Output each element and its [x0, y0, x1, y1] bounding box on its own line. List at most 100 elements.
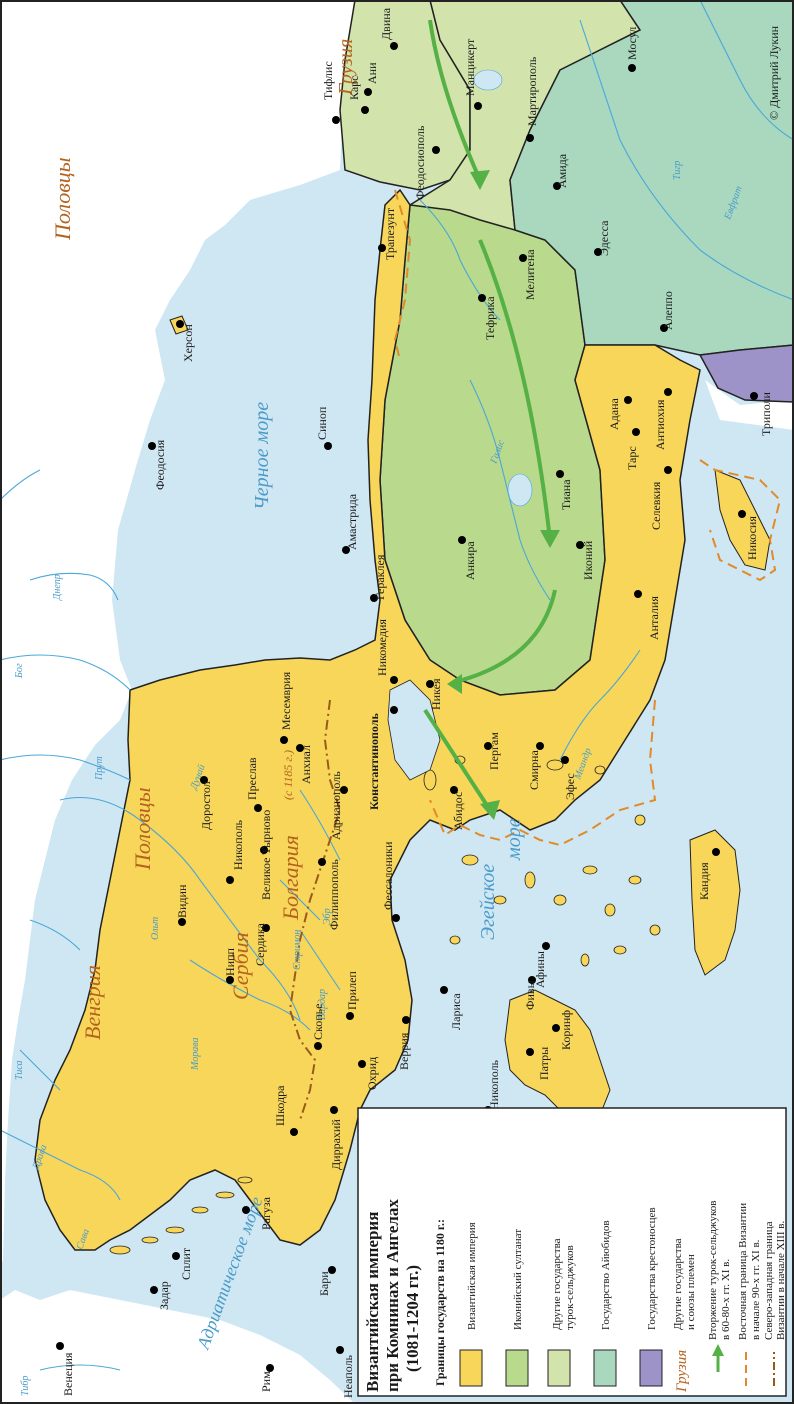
city-nicosia: Никосия: [738, 510, 759, 560]
svg-text:Пергам: Пергам: [487, 732, 501, 770]
land-north: [0, 0, 355, 1270]
city-trebizond: Трапезунт: [378, 207, 397, 260]
svg-text:Ани: Ани: [365, 62, 379, 84]
sea-black: Черное море: [251, 402, 273, 510]
svg-text:Селевкия: Селевкия: [649, 481, 663, 530]
sea-aegean-1: Эгейское: [477, 864, 499, 940]
city-heraclea: Гераклея: [370, 554, 387, 602]
river-tiber: Тибр: [20, 1376, 31, 1396]
svg-text:Антиохия: Антиохия: [653, 399, 667, 450]
svg-text:Анталия: Анталия: [647, 596, 661, 640]
svg-text:Месемврия: Месемврия: [279, 671, 293, 730]
city-ephesus: Эфес: [561, 756, 577, 800]
region-bulgaria: Болгария: [278, 835, 303, 921]
city-preslav: Преслав: [245, 757, 262, 812]
svg-text:Никополь: Никополь: [487, 1059, 501, 1110]
city-naples: Неаполь: [336, 1346, 355, 1398]
city-seleucia: Селевкия: [649, 466, 672, 530]
lake-tuz: [507, 473, 533, 507]
svg-text:Фессалоники: Фессалоники: [381, 841, 395, 910]
city-dorostolon: Доростол: [199, 776, 213, 830]
city-anchialos: Анхиал: [296, 744, 313, 784]
svg-text:Филиппополь: Филиппополь: [327, 859, 341, 930]
svg-text:Константинополь: Константинополь: [367, 712, 381, 810]
svg-text:Амида: Амида: [555, 153, 569, 188]
svg-text:Лариса: Лариса: [449, 993, 463, 1030]
svg-text:Нипп: Нипп: [223, 947, 237, 976]
svg-text:Неаполь: Неаполь: [341, 1354, 355, 1398]
legend-subtitle: Границы государств на 1180 г.:: [433, 1219, 447, 1386]
city-thebes: Фивы: [523, 976, 537, 1010]
svg-text:Великое Тырново: Великое Тырново: [259, 810, 273, 900]
legend-label-byzantine: Византийская империя: [466, 1222, 478, 1330]
city-tiflis: Тифлис: [321, 61, 340, 124]
svg-text:Кандия: Кандия: [697, 862, 711, 900]
city-edessa: Эдесса: [594, 220, 611, 256]
svg-text:Тиана: Тиана: [559, 479, 573, 510]
city-zadar: Задар: [150, 1281, 171, 1310]
city-tarsus: Тарс: [625, 428, 640, 470]
svg-text:Сплит: Сплит: [179, 1247, 193, 1280]
city-nikopol-greece: Никополь: [484, 1059, 501, 1114]
svg-text:Доростол: Доростол: [199, 781, 213, 830]
city-feodosiopol: Феодосиополь: [413, 125, 440, 200]
legend-swatch-iconium: [505, 1349, 529, 1387]
svg-text:Фивы: Фивы: [523, 980, 537, 1010]
svg-text:Мартирополь: Мартирополь: [525, 56, 539, 126]
legend-label-iconium: Иконийский султанат: [512, 1229, 524, 1330]
city-candia: Кандия: [697, 848, 720, 900]
legend-east-line-2: в начале 90-х гг. XI в.: [750, 1239, 762, 1340]
svg-text:Диррахий: Диррахий: [329, 1119, 343, 1170]
legend-nw-line-2: Византии в начале XIII в.: [775, 1221, 787, 1340]
legend-east-line-1: Восточная граница Византии: [737, 1203, 749, 1340]
legend-other-sample: Грузия: [674, 1350, 690, 1393]
svg-text:Сердика: Сердика: [253, 923, 267, 966]
svg-text:Тифлис: Тифлис: [321, 61, 335, 100]
svg-text:Анкира: Анкира: [463, 541, 477, 580]
region-crete: [689, 829, 741, 976]
city-shkodra: Шкодра: [273, 1085, 298, 1136]
city-skopje: Скопье: [311, 1004, 325, 1050]
svg-text:Иконий: Иконий: [581, 540, 595, 580]
city-constantinople: Константинополь: [367, 706, 398, 810]
legend-arrow-line-2: в 60-80-х гг. XI в.: [720, 1259, 732, 1340]
river-tisa: Тиса: [14, 1060, 25, 1080]
city-prilep: Прилеп: [345, 971, 359, 1020]
city-attalia: Анталия: [634, 590, 661, 640]
legend-swatch-ayyubid: [593, 1349, 617, 1387]
svg-text:Патры: Патры: [537, 1047, 551, 1080]
svg-text:Видин: Видин: [175, 884, 189, 918]
aegean-islands: [423, 755, 661, 967]
city-antioch: Антиохия: [653, 388, 672, 450]
city-mesembria: Месемврия: [279, 671, 293, 744]
city-iconium: Иконий: [576, 540, 595, 580]
city-patras: Патры: [526, 1047, 551, 1080]
legend-title-2: при Комнинах и Ангелах: [383, 1199, 402, 1392]
region-cyprus: [714, 469, 771, 571]
city-amida: Амида: [553, 153, 569, 190]
dalmatian-islands: [109, 1176, 253, 1255]
svg-text:Тарс: Тарс: [625, 446, 639, 470]
legend-title-3: (1081-1204 гг.): [403, 1265, 422, 1372]
svg-text:Охрид: Охрид: [365, 1057, 379, 1090]
city-abydos: Абидос: [450, 786, 465, 830]
svg-text:Никея: Никея: [429, 678, 443, 710]
cities: Тифлис Карс Ани Двина Манцикерт Мартироп…: [56, 7, 773, 1398]
svg-text:Задар: Задар: [157, 1281, 171, 1310]
region-crusader: [698, 344, 794, 403]
river-olt: Ольт: [150, 917, 161, 940]
city-ani: Ани: [364, 62, 379, 96]
sea-marmara: [387, 679, 441, 781]
svg-text:Венеция: Венеция: [61, 1352, 75, 1396]
invasion-arrowheads: [447, 170, 560, 820]
legend-swatch-crusader: [639, 1349, 663, 1387]
nw-border-line: [288, 699, 342, 1121]
svg-text:Анхиал: Анхиал: [299, 745, 313, 784]
city-rome: Рим: [259, 1364, 274, 1392]
city-nicaea: Никея: [426, 678, 443, 710]
city-tyana: Тиана: [556, 470, 573, 510]
city-ancyra: Анкира: [458, 536, 477, 580]
legend: Византийская империя при Комнинах и Анге…: [357, 1107, 787, 1397]
lake-van: [473, 69, 503, 91]
